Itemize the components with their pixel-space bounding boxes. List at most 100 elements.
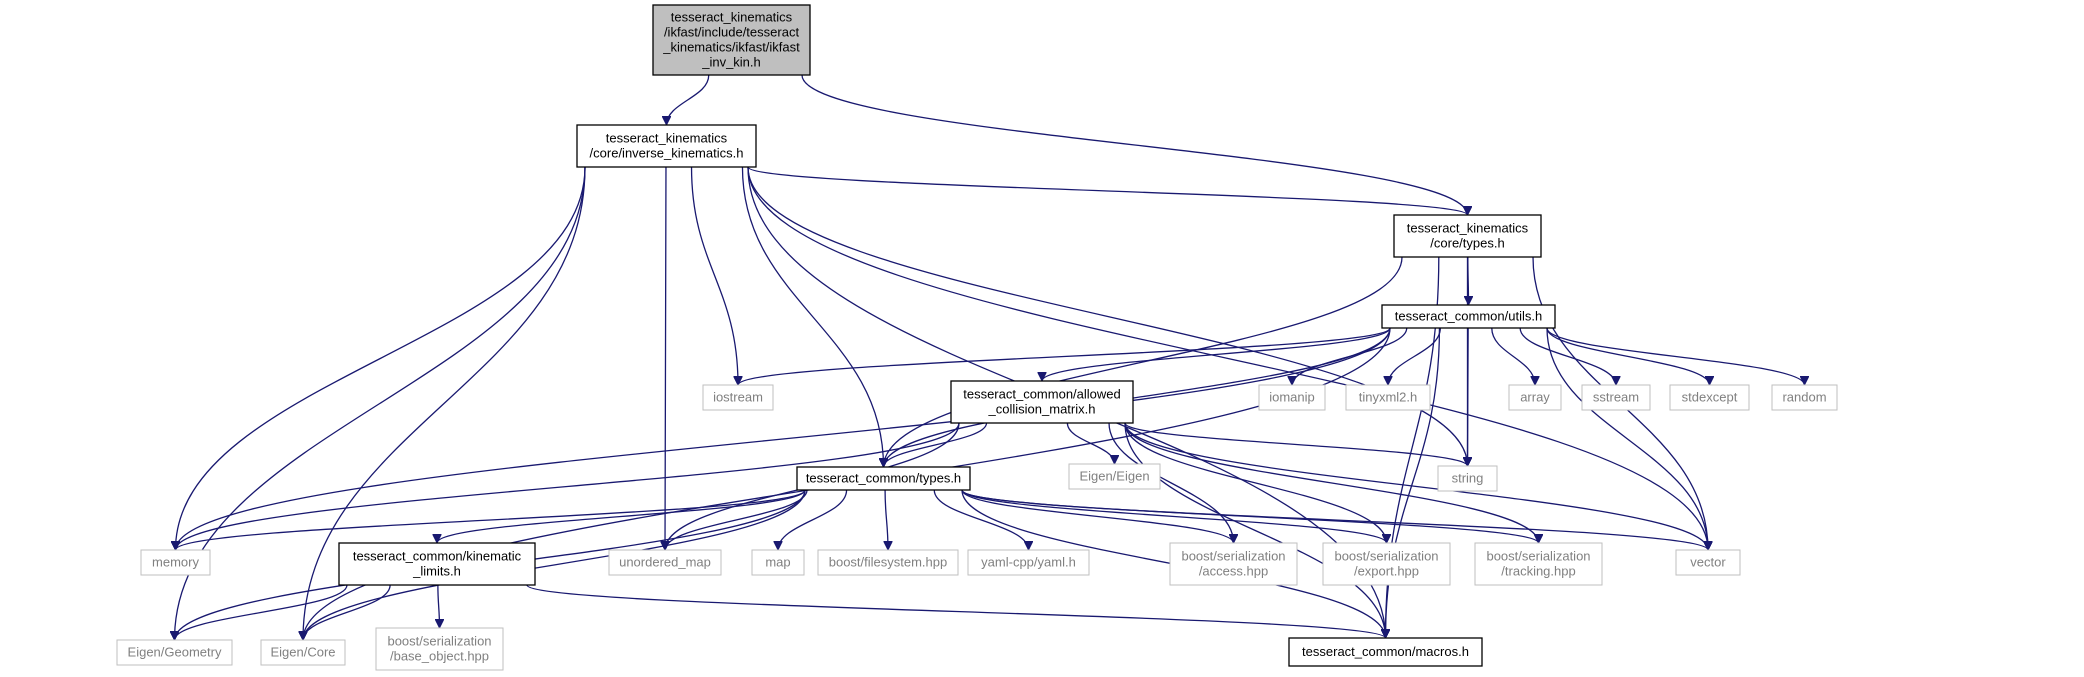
node-tracking[interactable]: boost/serialization/tracking.hpp bbox=[1474, 542, 1603, 586]
node-kinematic_limits[interactable]: tesseract_common/kinematic_limits.h bbox=[338, 542, 536, 586]
edge-utils-to-memory bbox=[176, 327, 1391, 550]
node-label-acm-1: _collision_matrix.h bbox=[988, 402, 1096, 417]
edge-common_types-to-eigen_core bbox=[303, 489, 806, 640]
node-memory[interactable]: memory bbox=[140, 549, 211, 576]
node-box-ikfast_inv_kin bbox=[652, 4, 811, 76]
edge-inverse_kinematics-to-eigen_core bbox=[303, 166, 586, 640]
node-label-ikfast_inv_kin-1: /ikfast/include/tesseract bbox=[664, 25, 800, 40]
edge-common_types-to-filesystem bbox=[885, 489, 888, 550]
node-iostream[interactable]: iostream bbox=[702, 384, 774, 411]
node-box-random bbox=[1771, 384, 1838, 411]
node-unordered_map[interactable]: unordered_map bbox=[608, 549, 722, 576]
edge-inverse_kinematics-to-memory bbox=[176, 166, 586, 550]
node-box-common_types bbox=[796, 466, 971, 491]
node-eigen_geometry[interactable]: Eigen/Geometry bbox=[116, 639, 233, 666]
node-label-common_types-0: tesseract_common/types.h bbox=[806, 471, 961, 486]
node-label-sstream-0: sstream bbox=[1593, 390, 1639, 405]
node-string[interactable]: string bbox=[1437, 465, 1498, 492]
edge-inverse_kinematics-to-vector bbox=[747, 166, 1708, 550]
edge-ikfast_inv_kin-to-core_types bbox=[801, 74, 1468, 215]
node-box-memory bbox=[140, 549, 211, 576]
edge-utils-to-iomanip bbox=[1292, 327, 1408, 386]
node-sstream[interactable]: sstream bbox=[1581, 384, 1651, 411]
node-box-access bbox=[1169, 542, 1298, 586]
edge-common_types-to-kinematic_limits bbox=[437, 489, 806, 544]
node-label-eigen_core-0: Eigen/Core bbox=[270, 645, 335, 660]
edge-kinematic_limits-to-macros bbox=[526, 584, 1386, 639]
node-label-inverse_kinematics-1: /core/inverse_kinematics.h bbox=[590, 146, 744, 161]
node-eigen_eigen[interactable]: Eigen/Eigen bbox=[1068, 463, 1161, 490]
node-box-export bbox=[1322, 542, 1451, 586]
edge-kinematic_limits-to-eigen_geometry bbox=[175, 584, 348, 641]
node-label-iomanip-0: iomanip bbox=[1269, 390, 1315, 405]
node-box-core_types bbox=[1393, 214, 1542, 258]
node-label-tracking-0: boost/serialization bbox=[1486, 549, 1590, 564]
node-label-ikfast_inv_kin-0: tesseract_kinematics bbox=[671, 10, 793, 25]
node-label-base_object-1: /base_object.hpp bbox=[390, 649, 489, 664]
node-label-kinematic_limits-0: tesseract_common/kinematic bbox=[353, 549, 522, 564]
node-vector[interactable]: vector bbox=[1675, 549, 1741, 576]
node-box-string bbox=[1437, 465, 1498, 492]
edge-common_types-to-yaml bbox=[933, 489, 1028, 551]
node-label-filesystem-0: boost/filesystem.hpp bbox=[829, 555, 948, 570]
node-label-unordered_map-0: unordered_map bbox=[619, 555, 711, 570]
node-common_types[interactable]: tesseract_common/types.h bbox=[796, 466, 971, 491]
node-label-core_types-0: tesseract_kinematics bbox=[1407, 221, 1529, 236]
node-filesystem[interactable]: boost/filesystem.hpp bbox=[817, 549, 959, 576]
node-core_types[interactable]: tesseract_kinematics/core/types.h bbox=[1393, 214, 1542, 258]
nodes-layer: tesseract_kinematics/ikfast/include/tess… bbox=[116, 4, 1838, 671]
node-acm[interactable]: tesseract_common/allowed_collision_matri… bbox=[950, 380, 1134, 424]
node-tinyxml2[interactable]: tinyxml2.h bbox=[1345, 384, 1431, 411]
node-label-export-0: boost/serialization bbox=[1334, 549, 1438, 564]
node-inverse_kinematics[interactable]: tesseract_kinematics/core/inverse_kinema… bbox=[576, 124, 757, 168]
node-box-eigen_eigen bbox=[1068, 463, 1161, 490]
edge-utils-to-tinyxml2 bbox=[1388, 327, 1441, 386]
node-box-stdexcept bbox=[1669, 384, 1750, 411]
node-box-kinematic_limits bbox=[338, 542, 536, 586]
node-label-tinyxml2-0: tinyxml2.h bbox=[1359, 390, 1418, 405]
edge-inverse_kinematics-to-core_types bbox=[747, 166, 1468, 216]
edge-common_types-to-map bbox=[778, 489, 848, 551]
node-label-utils-0: tesseract_common/utils.h bbox=[1395, 309, 1542, 324]
node-utils[interactable]: tesseract_common/utils.h bbox=[1381, 304, 1556, 329]
node-yaml[interactable]: yaml-cpp/yaml.h bbox=[967, 549, 1090, 576]
node-map[interactable]: map bbox=[751, 549, 805, 576]
node-label-array-0: array bbox=[1520, 390, 1550, 405]
node-ikfast_inv_kin[interactable]: tesseract_kinematics/ikfast/include/tess… bbox=[652, 4, 811, 76]
node-base_object[interactable]: boost/serialization/base_object.hpp bbox=[375, 627, 504, 671]
node-label-kinematic_limits-1: _limits.h bbox=[412, 564, 461, 579]
edge-utils-to-string bbox=[1468, 327, 1469, 466]
node-label-acm-0: tesseract_common/allowed bbox=[963, 387, 1121, 402]
edge-acm-to-vector bbox=[1124, 422, 1708, 551]
edge-ikfast_inv_kin-to-inverse_kinematics bbox=[667, 74, 710, 126]
edge-acm-to-memory bbox=[176, 422, 960, 551]
node-label-access-0: boost/serialization bbox=[1181, 549, 1285, 564]
edge-common_types-to-access bbox=[961, 489, 1234, 544]
node-box-base_object bbox=[375, 627, 504, 671]
edge-acm-to-eigen_eigen bbox=[1066, 422, 1114, 465]
node-label-random-0: random bbox=[1782, 390, 1826, 405]
node-box-utils bbox=[1381, 304, 1556, 329]
edge-common_types-to-memory bbox=[176, 489, 806, 551]
edge-utils-to-acm bbox=[1042, 327, 1391, 382]
node-macros[interactable]: tesseract_common/macros.h bbox=[1288, 637, 1483, 667]
edge-acm-to-string bbox=[1124, 422, 1468, 467]
edge-kinematic_limits-to-base_object bbox=[438, 584, 440, 628]
node-export[interactable]: boost/serialization/export.hpp bbox=[1322, 542, 1451, 586]
node-box-array bbox=[1508, 384, 1562, 411]
node-random[interactable]: random bbox=[1771, 384, 1838, 411]
edge-utils-to-stdexcept bbox=[1546, 327, 1710, 386]
node-box-tracking bbox=[1474, 542, 1603, 586]
node-eigen_core[interactable]: Eigen/Core bbox=[260, 639, 346, 666]
edge-inverse_kinematics-to-unordered_map bbox=[665, 166, 666, 550]
node-array[interactable]: array bbox=[1508, 384, 1562, 411]
node-iomanip[interactable]: iomanip bbox=[1258, 384, 1326, 411]
node-box-map bbox=[751, 549, 805, 576]
node-label-ikfast_inv_kin-2: _kinematics/ikfast/ikfast bbox=[662, 40, 800, 55]
node-stdexcept[interactable]: stdexcept bbox=[1669, 384, 1750, 411]
node-box-sstream bbox=[1581, 384, 1651, 411]
node-box-inverse_kinematics bbox=[576, 124, 757, 168]
edge-common_types-to-export bbox=[961, 489, 1387, 544]
node-access[interactable]: boost/serialization/access.hpp bbox=[1169, 542, 1298, 586]
